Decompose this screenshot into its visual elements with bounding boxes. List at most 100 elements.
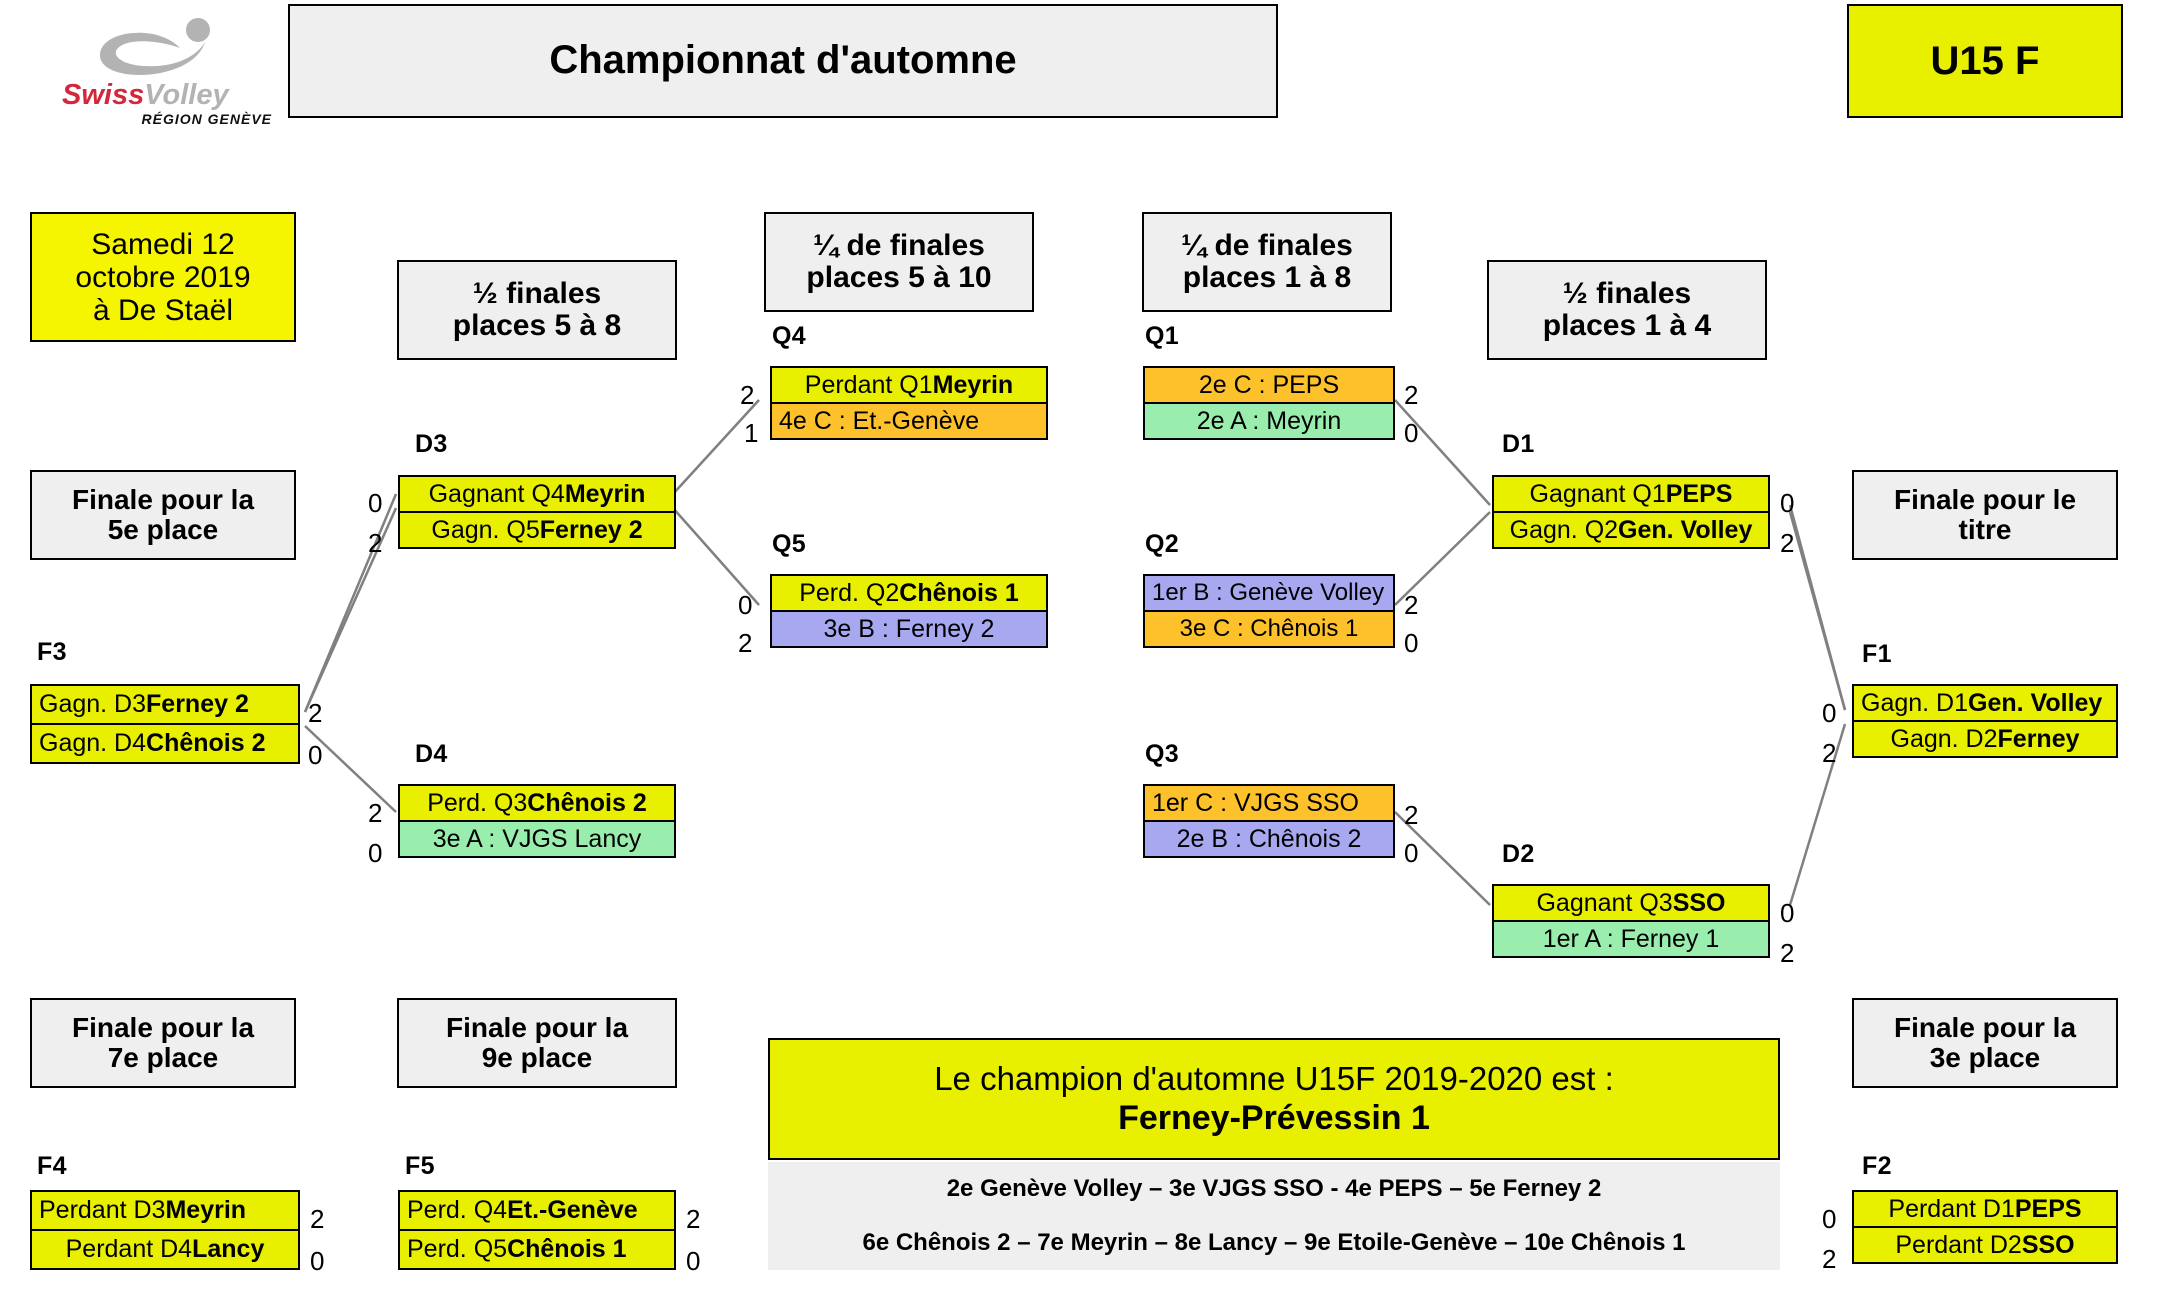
match-F3-row-0[interactable]: Gagn. D3 Ferney 2 xyxy=(32,686,298,723)
match-Q1-row-0[interactable]: 2e C : PEPS xyxy=(1145,368,1393,402)
match-F5-row-1[interactable]: Perd. Q5 Chênois 1 xyxy=(400,1229,674,1268)
page-title: Championnat d'automne xyxy=(549,38,1017,83)
match-Q1-team-1: 2e A : Meyrin xyxy=(1196,406,1342,435)
match-code-Q5: Q5 xyxy=(772,530,806,558)
match-F3-team-0-bold: Ferney 2 xyxy=(146,690,249,718)
match-box-D4[interactable]: Perd. Q3 Chênois 2 3e A : VJGS Lancy xyxy=(398,784,676,858)
match-D4-row-1[interactable]: 3e A : VJGS Lancy xyxy=(400,820,674,856)
event-date-box: Samedi 12 octobre 2019 à De Staël xyxy=(30,212,296,342)
match-F1-row-1[interactable]: Gagn. D2 Ferney xyxy=(1854,720,2116,756)
section-label-final-7th: Finale pour la 7e place xyxy=(30,998,296,1088)
match-Q3-row-1[interactable]: 2e B : Chênois 2 xyxy=(1145,820,1393,856)
match-Q5-row-1[interactable]: 3e B : Ferney 2 xyxy=(772,610,1046,646)
score-F4-row-1: 0 xyxy=(310,1246,325,1276)
match-D3-row-1[interactable]: Gagn. Q5 Ferney 2 xyxy=(400,511,674,547)
section-label-final-title: Finale pour le titre xyxy=(1852,470,2118,560)
match-Q3-row-0[interactable]: 1er C : VJGS SSO xyxy=(1145,786,1393,820)
score-Q2-row-1: 0 xyxy=(1404,628,1419,658)
match-D1-row-1[interactable]: Gagn. Q2 Gen. Volley xyxy=(1494,511,1768,547)
match-D2-team-1: 1er A : Ferney 1 xyxy=(1542,924,1720,953)
match-F4-team-1: Perdant D4 xyxy=(65,1235,193,1263)
match-box-D2[interactable]: Gagnant Q3 SSO 1er A : Ferney 1 xyxy=(1492,884,1770,958)
page-title-box: Championnat d'automne xyxy=(288,4,1278,118)
logo-region-text: RÉGION GENÈVE xyxy=(141,111,272,127)
champion-line1: Le champion d'automne U15F 2019-2020 est… xyxy=(934,1059,1614,1097)
match-box-Q2[interactable]: 1er B : Genève Volley 3e C : Chênois 1 xyxy=(1143,574,1395,648)
match-box-D3[interactable]: Gagnant Q4 Meyrin Gagn. Q5 Ferney 2 xyxy=(398,475,676,549)
match-D2-row-0[interactable]: Gagnant Q3 SSO xyxy=(1494,886,1768,920)
section-label-half-1-4: ½ finales places 1 à 4 xyxy=(1487,260,1767,360)
event-date-line1: Samedi 12 xyxy=(91,227,235,261)
match-F5-team-1: Perd. Q5 xyxy=(407,1235,508,1263)
score-Q3-row-0: 2 xyxy=(1404,800,1419,830)
match-D2-team-0-bold: SSO xyxy=(1672,888,1726,917)
match-box-F4[interactable]: Perdant D3 Meyrin Perdant D4 Lancy xyxy=(30,1190,300,1270)
match-Q1-team-0: 2e C : PEPS xyxy=(1198,370,1340,399)
score-F5-row-1: 0 xyxy=(686,1246,701,1276)
match-D1-team-1-bold: Gen. Volley xyxy=(1618,515,1753,544)
match-code-Q2: Q2 xyxy=(1145,530,1179,558)
match-box-F2[interactable]: Perdant D1 PEPS Perdant D2 SSO xyxy=(1852,1190,2118,1264)
match-D2-team-0: Gagnant Q3 xyxy=(1536,888,1673,917)
score-Q1-row-1: 0 xyxy=(1404,418,1419,448)
match-D4-row-0[interactable]: Perd. Q3 Chênois 2 xyxy=(400,786,674,820)
score-D1-row-0: 0 xyxy=(1780,488,1795,518)
match-F4-row-0[interactable]: Perdant D3 Meyrin xyxy=(32,1192,298,1229)
champion-line2: Ferney-Prévessin 1 xyxy=(1118,1099,1430,1138)
match-box-F5[interactable]: Perd. Q4 Et.-Genève Perd. Q5 Chênois 1 xyxy=(398,1190,676,1270)
score-F3-row-0: 2 xyxy=(308,698,323,728)
match-box-Q4[interactable]: Perdant Q1 Meyrin 4e C : Et.-Genève xyxy=(770,366,1048,440)
match-box-Q3[interactable]: 1er C : VJGS SSO 2e B : Chênois 2 xyxy=(1143,784,1395,858)
match-D3-team-0-bold: Meyrin xyxy=(564,479,646,508)
match-F1-team-1: Gagn. D2 xyxy=(1890,724,1998,753)
score-F2-row-1: 2 xyxy=(1822,1244,1837,1274)
match-Q2-team-1: 3e C : Chênois 1 xyxy=(1179,615,1359,642)
match-F4-team-0-bold: Meyrin xyxy=(165,1196,247,1224)
match-F4-row-1[interactable]: Perdant D4 Lancy xyxy=(32,1229,298,1268)
match-Q1-row-1[interactable]: 2e A : Meyrin xyxy=(1145,402,1393,438)
match-D3-team-1-bold: Ferney 2 xyxy=(539,515,643,544)
match-Q5-team-0: Perd. Q2 xyxy=(799,578,900,607)
score-F3-row-1: 0 xyxy=(308,740,323,770)
match-F3-row-1[interactable]: Gagn. D4 Chênois 2 xyxy=(32,723,298,762)
score-Q5-row-1: 2 xyxy=(738,628,753,658)
match-F5-team-0-bold: Et.-Genève xyxy=(507,1196,638,1224)
score-D4-row-1: 0 xyxy=(368,838,383,868)
match-code-F4: F4 xyxy=(37,1152,67,1180)
section-label-final-3rd: Finale pour la 3e place xyxy=(1852,998,2118,1088)
match-F5-row-0[interactable]: Perd. Q4 Et.-Genève xyxy=(400,1192,674,1229)
match-F1-row-0[interactable]: Gagn. D1 Gen. Volley xyxy=(1854,686,2116,720)
match-D2-row-1[interactable]: 1er A : Ferney 1 xyxy=(1494,920,1768,956)
score-D3-row-0: 0 xyxy=(368,488,383,518)
match-F2-row-0[interactable]: Perdant D1 PEPS xyxy=(1854,1192,2116,1226)
match-code-Q1: Q1 xyxy=(1145,322,1179,350)
score-F4-row-0: 2 xyxy=(310,1204,325,1234)
match-box-Q5[interactable]: Perd. Q2 Chênois 1 3e B : Ferney 2 xyxy=(770,574,1048,648)
match-D1-row-0[interactable]: Gagnant Q1 PEPS xyxy=(1494,477,1768,511)
match-F1-team-1-bold: Ferney xyxy=(1997,724,2080,753)
category-badge: U15 F xyxy=(1847,4,2123,118)
match-box-F1[interactable]: Gagn. D1 Gen. Volley Gagn. D2 Ferney xyxy=(1852,684,2118,758)
match-code-Q3: Q3 xyxy=(1145,740,1179,768)
match-box-F3[interactable]: Gagn. D3 Ferney 2 Gagn. D4 Chênois 2 xyxy=(30,684,300,764)
match-box-D1[interactable]: Gagnant Q1 PEPS Gagn. Q2 Gen. Volley xyxy=(1492,475,1770,549)
score-D1-row-1: 2 xyxy=(1780,528,1795,558)
match-F5-team-0: Perd. Q4 xyxy=(407,1196,508,1224)
match-Q4-row-1[interactable]: 4e C : Et.-Genève xyxy=(772,402,1046,438)
score-Q2-row-0: 2 xyxy=(1404,590,1419,620)
match-code-F3: F3 xyxy=(37,638,67,666)
match-Q2-row-1[interactable]: 3e C : Chênois 1 xyxy=(1145,610,1393,646)
match-D3-team-0: Gagnant Q4 xyxy=(428,479,565,508)
match-Q4-row-0[interactable]: Perdant Q1 Meyrin xyxy=(772,368,1046,402)
match-Q5-row-0[interactable]: Perd. Q2 Chênois 1 xyxy=(772,576,1046,610)
match-Q2-row-0[interactable]: 1er B : Genève Volley xyxy=(1145,576,1393,610)
score-Q4-row-1: 1 xyxy=(744,418,759,448)
match-box-Q1[interactable]: 2e C : PEPS 2e A : Meyrin xyxy=(1143,366,1395,440)
score-F5-row-0: 2 xyxy=(686,1204,701,1234)
match-D3-row-0[interactable]: Gagnant Q4 Meyrin xyxy=(400,477,674,511)
match-F2-row-1[interactable]: Perdant D2 SSO xyxy=(1854,1226,2116,1262)
score-D3-row-1: 2 xyxy=(368,528,383,558)
section-label-final-9th: Finale pour la 9e place xyxy=(397,998,677,1088)
score-Q3-row-1: 0 xyxy=(1404,838,1419,868)
category-label: U15 F xyxy=(1930,39,2040,83)
